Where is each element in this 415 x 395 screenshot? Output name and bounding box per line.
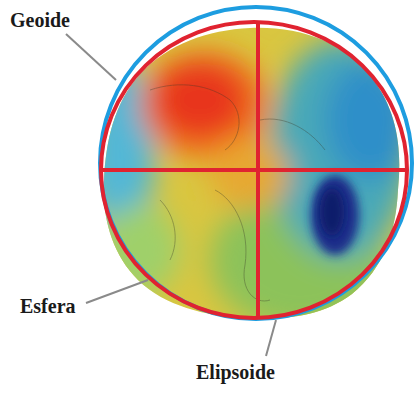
sphere-outline — [100, 7, 412, 319]
leader-line — [266, 320, 276, 356]
part-label: Geoide — [10, 10, 70, 30]
part-label: Elipsoide — [196, 362, 275, 382]
part-label: Esfera — [20, 296, 76, 316]
leader-line — [66, 34, 116, 80]
leader-line — [86, 280, 148, 303]
ellipsoid-outline — [101, 22, 407, 318]
ellipsoid-axis — [101, 168, 407, 172]
